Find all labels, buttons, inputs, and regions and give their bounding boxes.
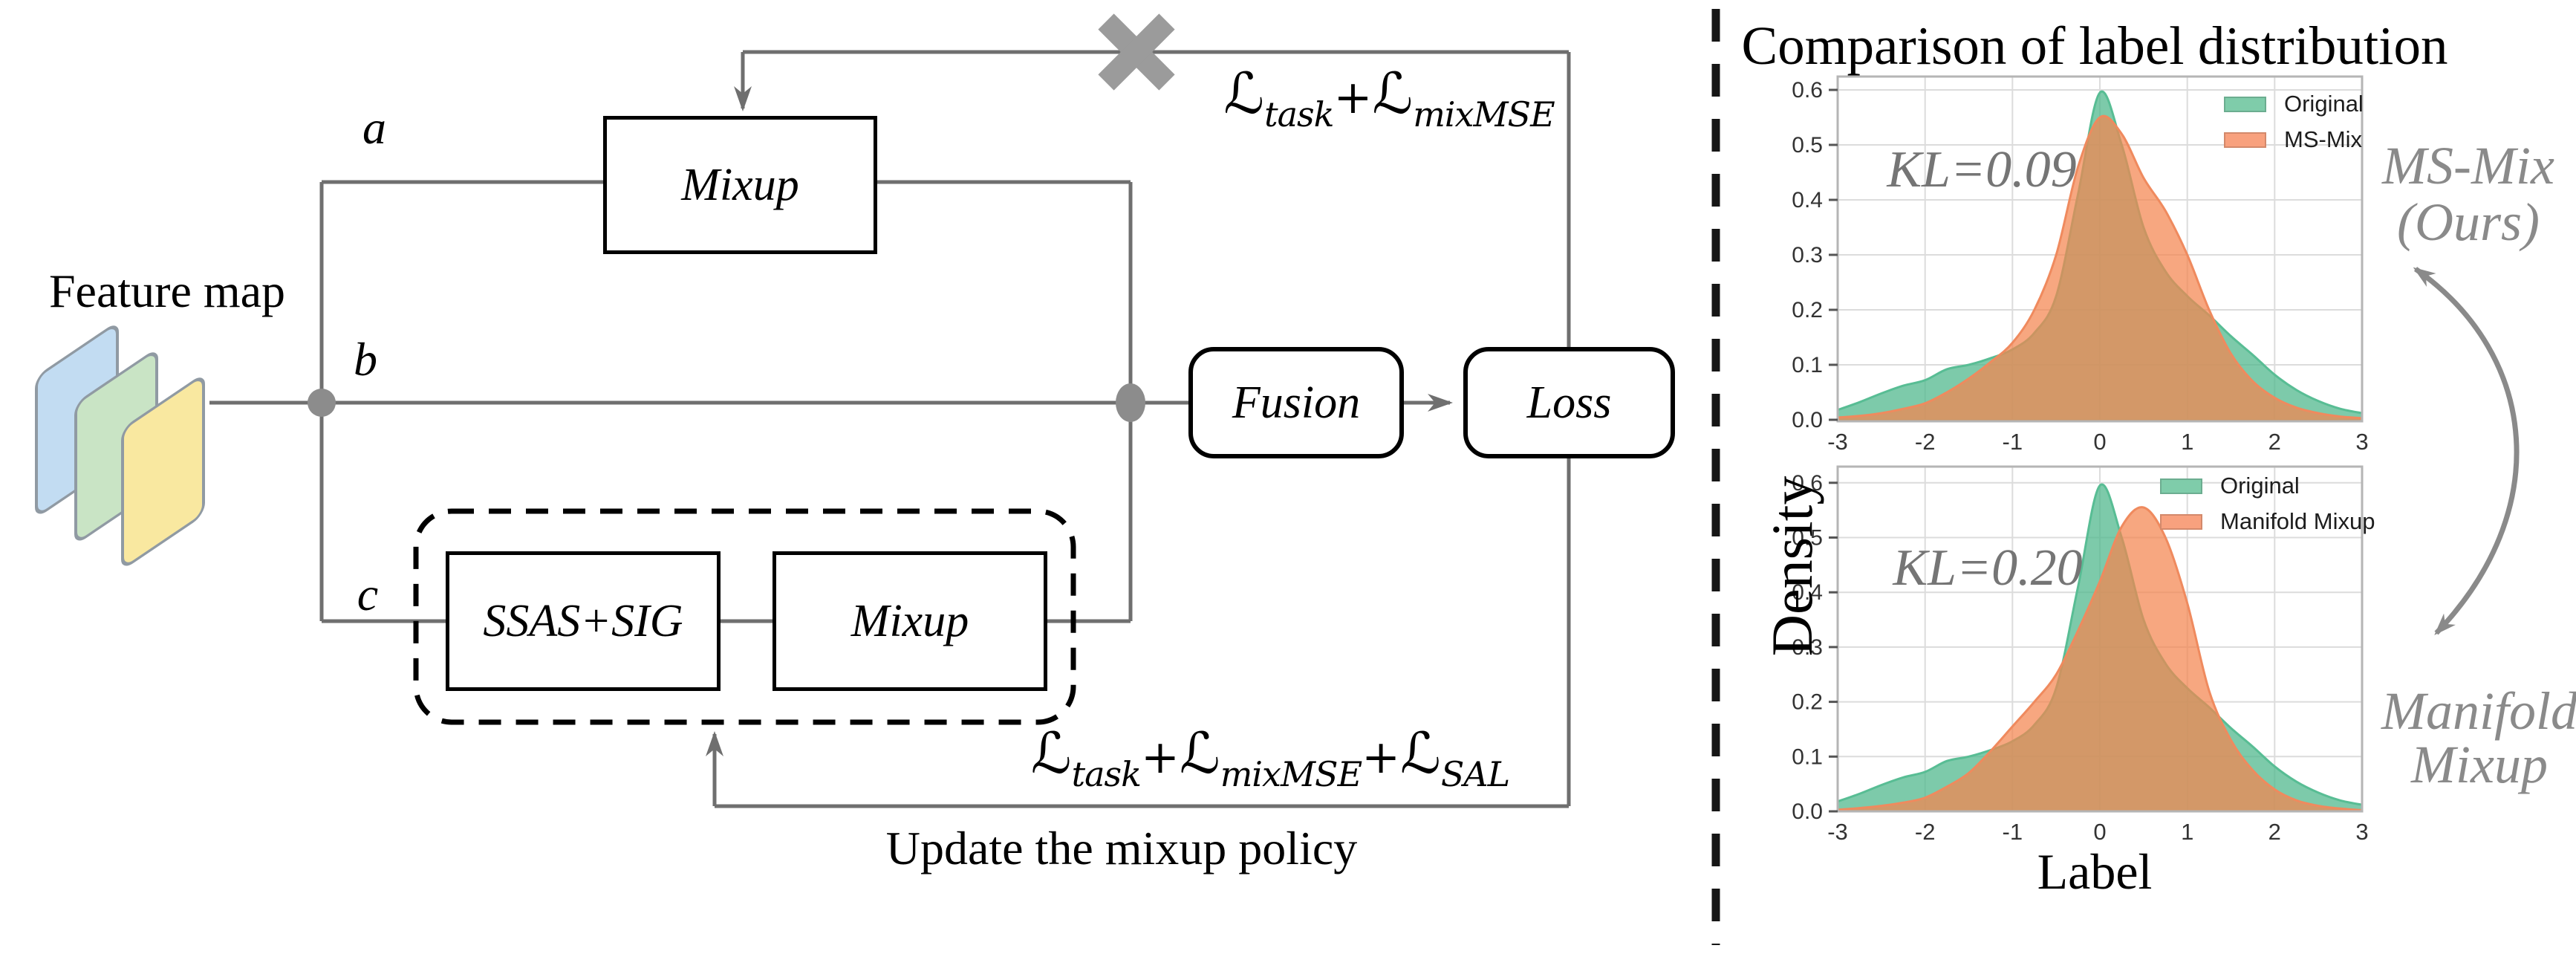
legend-swatch-manifold (2160, 513, 2202, 530)
legend-item: Original (2160, 473, 2375, 499)
update-policy-label: Update the mixup policy (885, 822, 1358, 874)
svg-text:2: 2 (2268, 819, 2281, 845)
y-axis-title: Density (1760, 476, 1824, 657)
svg-text:2: 2 (2268, 429, 2281, 455)
legend-swatch-original (2224, 96, 2266, 112)
panel-title: Comparison of label distribution (1741, 16, 2448, 76)
kde-areas (1838, 90, 2362, 421)
legend-label-msmix: MS-Mix (2284, 126, 2363, 152)
svg-text:0.5: 0.5 (1792, 526, 1823, 551)
legend-top-chart: Original MS-Mix (2224, 91, 2364, 153)
mixup-top-label: Mixup (681, 159, 799, 210)
fusion-label: Fusion (1232, 377, 1361, 428)
svg-text:0.0: 0.0 (1792, 799, 1823, 824)
svg-text:0.1: 0.1 (1792, 353, 1823, 377)
annotation-manifold-line2: Mixup (2411, 735, 2548, 794)
loss-label: Loss (1526, 377, 1612, 428)
svg-text:-1: -1 (2003, 429, 2023, 455)
svg-text:0.1: 0.1 (1792, 744, 1823, 769)
legend-label-original: Original (2284, 91, 2364, 117)
x-ticks: -3 -2 -1 0 1 2 3 (1827, 429, 2368, 455)
svg-text:0.3: 0.3 (1792, 635, 1823, 660)
y-ticks: 0.0 0.1 0.2 0.3 0.4 0.5 0.6 (1792, 78, 1838, 432)
plot-border (1836, 75, 2364, 423)
x-ticks: -3 -2 -1 0 1 2 3 (1827, 819, 2368, 845)
svg-text:0.6: 0.6 (1792, 471, 1823, 496)
mixup-inner-label: Mixup (850, 595, 969, 646)
annotation-msmix-line1: MS-Mix (2382, 136, 2554, 195)
ssas-sig-box: SSAS+SIG (446, 551, 721, 691)
svg-text:0: 0 (2093, 819, 2106, 845)
chart-0: 0.0 0.1 0.2 0.3 0.4 0.5 0.6 -3 -2 -1 0 1 2 3 (1792, 75, 2369, 455)
svg-text:-2: -2 (1915, 429, 1936, 455)
junction-dot-right (1116, 383, 1145, 422)
kde-areas (1838, 483, 2362, 811)
y-ticks: 0.0 0.1 0.2 0.3 0.4 0.5 0.6 (1792, 471, 1838, 824)
legend-item: Original (2224, 91, 2364, 117)
loss-formula-top: ℒtask+ℒmixMSE (1223, 60, 1555, 134)
plot-border (1836, 465, 2364, 813)
svg-text:0: 0 (2093, 429, 2106, 455)
path-label-c: c (357, 568, 379, 620)
path-label-b: b (354, 333, 377, 386)
kde-area (1838, 507, 2362, 811)
x-axis-title: Label (2037, 843, 2153, 900)
legend-swatch-original-2 (2160, 478, 2202, 494)
svg-text:0.0: 0.0 (1792, 408, 1823, 432)
svg-text:0.6: 0.6 (1792, 78, 1823, 103)
svg-text:1: 1 (2181, 819, 2193, 845)
svg-text:0.4: 0.4 (1792, 580, 1823, 605)
legend-label-manifold: Manifold Mixup (2220, 508, 2375, 534)
svg-text:-1: -1 (2003, 819, 2023, 845)
svg-text:0.4: 0.4 (1792, 188, 1823, 212)
feature-map-label: Feature map (48, 265, 286, 317)
kde-outline (1838, 90, 2362, 415)
kde-outline (1838, 506, 2362, 811)
kde-outline (1838, 483, 2362, 806)
svg-text:0.2: 0.2 (1792, 298, 1823, 322)
svg-text:0.2: 0.2 (1792, 690, 1823, 715)
annotation-msmix-line2: (Ours) (2397, 192, 2540, 252)
path-label-a: a (362, 101, 386, 154)
svg-text:0.3: 0.3 (1792, 243, 1823, 267)
legend-label-original-2: Original (2220, 473, 2300, 499)
loss-formula-bottom: ℒtask+ℒmixMSE+ℒSAL (1030, 720, 1510, 794)
kde-area (1838, 116, 2362, 421)
svg-text:3: 3 (2355, 429, 2368, 455)
curved-arrow (2413, 267, 2520, 635)
svg-text:-3: -3 (1827, 819, 1848, 845)
legend-swatch-msmix (2224, 132, 2266, 148)
ssas-sig-label: SSAS+SIG (483, 595, 683, 646)
svg-text:3: 3 (2355, 819, 2368, 845)
junction-dot-left (308, 389, 336, 417)
kde-outline (1838, 114, 2362, 420)
chart-1: 0.0 0.1 0.2 0.3 0.4 0.5 0.6 -3 -2 -1 0 1 2 3 (1792, 465, 2369, 845)
legend-item: Manifold Mixup (2160, 508, 2375, 535)
fusion-box: Fusion (1188, 347, 1404, 458)
kl-value-bottom: KL=0.20 (1893, 539, 2083, 597)
mixup-inner-box: Mixup (773, 551, 1047, 691)
legend-item: MS-Mix (2224, 126, 2364, 153)
dashed-group-box (413, 508, 1076, 725)
kl-value-top: KL=0.09 (1887, 141, 2077, 198)
annotation-manifold-line1: Manifold (2381, 681, 2576, 741)
loss-box: Loss (1463, 347, 1675, 458)
svg-text:-3: -3 (1827, 429, 1848, 455)
mixup-top-box: Mixup (603, 116, 877, 254)
legend-bottom-chart: Original Manifold Mixup (2160, 473, 2375, 535)
svg-text:-2: -2 (1915, 819, 1936, 845)
svg-text:1: 1 (2181, 429, 2193, 455)
svg-text:0.5: 0.5 (1792, 133, 1823, 158)
cross-mark-icon (1098, 13, 1175, 91)
